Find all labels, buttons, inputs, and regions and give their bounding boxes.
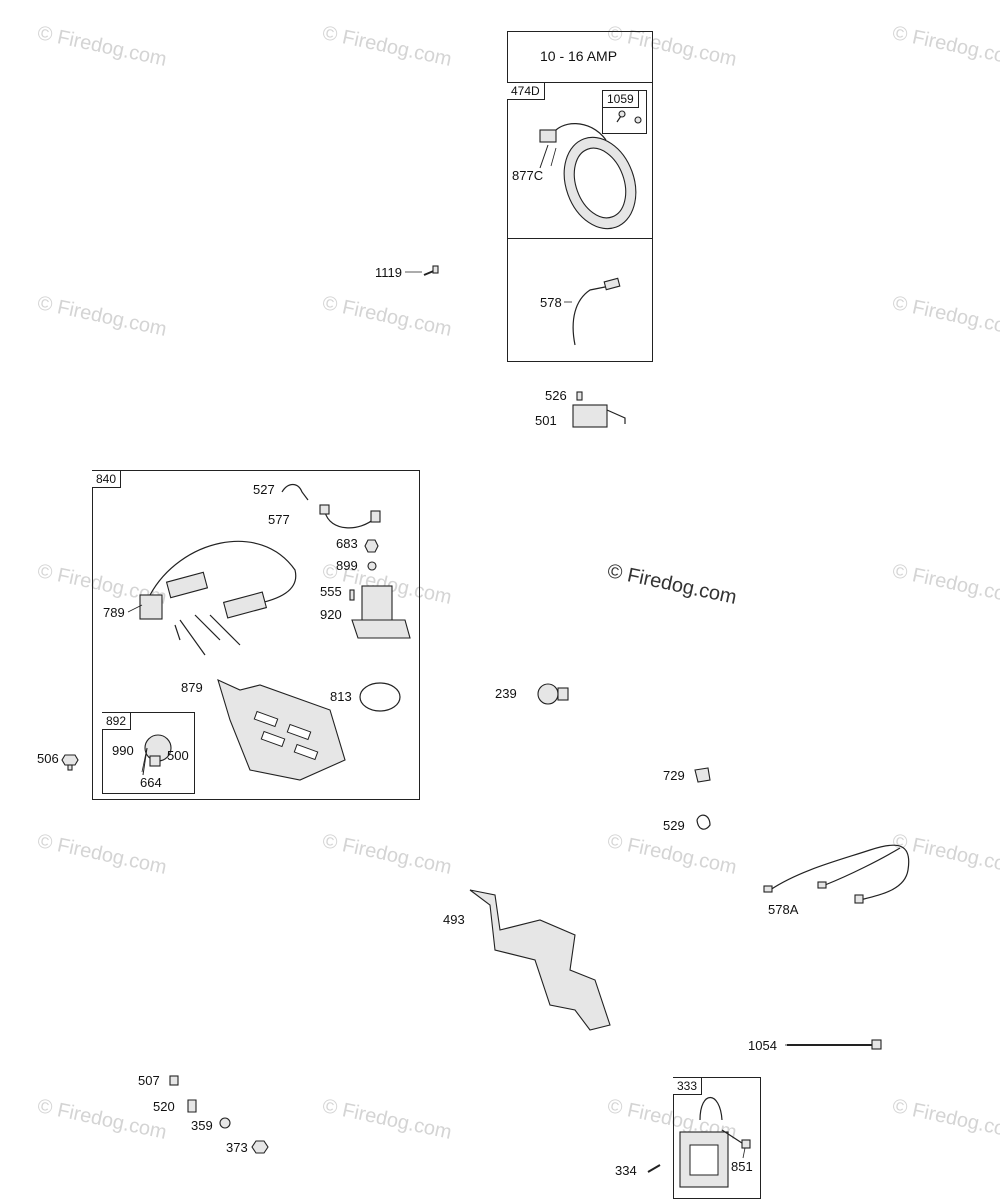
part-899[interactable]: 899 [336,558,358,573]
clip-527-drawing [281,483,309,501]
screw-526-drawing [576,391,583,401]
part-578a[interactable]: 578A [768,902,799,917]
clip-729-drawing [694,767,711,783]
cable-drawing [324,511,376,529]
part-526[interactable]: 526 [545,388,567,403]
part-555[interactable]: 555 [320,584,342,599]
amp-rating: 10 - 16 AMP [540,48,618,64]
kit-box-1059 [602,90,647,134]
lead-wire-drawing [572,284,616,346]
clip-529-drawing [696,814,711,830]
part-359[interactable]: 359 [191,1118,213,1133]
divider [507,82,653,83]
module-drawing [679,1097,751,1188]
screw-1119-drawing [423,265,439,276]
part-577[interactable]: 577 [268,512,290,527]
part-877c[interactable]: 877C [512,168,544,183]
part-813[interactable]: 813 [330,689,352,704]
part-493[interactable]: 493 [443,912,465,927]
part-920[interactable]: 920 [320,607,342,622]
part-506[interactable]: 506 [37,751,59,766]
tie-strap-drawing [787,1039,882,1050]
regulator-drawing [572,404,626,428]
oil-switch-drawing [537,683,569,705]
kit-label-1059: 1059 [602,90,639,108]
part-879[interactable]: 879 [181,680,203,695]
part-683[interactable]: 683 [336,536,358,551]
part-729[interactable]: 729 [663,768,685,783]
stator-drawing [539,123,637,230]
bracket-drawing [469,889,611,1031]
harness-drawing [139,540,297,656]
part-1054[interactable]: 1054 [748,1038,777,1053]
part-239[interactable]: 239 [495,686,517,701]
part-789[interactable]: 789 [103,605,125,620]
part-578[interactable]: 578 [540,295,562,310]
kit-box-333 [673,1077,761,1199]
kit-label-474d: 474D [507,83,545,100]
part-1119[interactable]: 1119 [375,265,402,280]
kit-label-892: 892 [102,713,132,730]
part-990[interactable]: 990 [112,743,134,758]
part-664[interactable]: 664 [140,775,162,790]
kit-label-840: 840 [92,471,122,488]
key-switch-drawing [142,734,172,776]
part-373[interactable]: 373 [226,1140,248,1155]
kit-box-892 [102,712,195,794]
part-851[interactable]: 851 [731,1159,753,1174]
heat-shield-drawing [217,678,346,781]
screw-washer-drawing [616,110,642,124]
clamp-drawing [359,682,401,712]
lead-wire-578a-drawing [763,844,910,904]
part-527[interactable]: 527 [253,482,275,497]
screw-506-drawing [61,754,79,771]
kit-label-333: 333 [673,1078,703,1095]
part-334[interactable]: 334 [615,1163,637,1178]
solenoid-drawing [351,585,411,639]
part-507[interactable]: 507 [138,1073,160,1088]
part-529[interactable]: 529 [663,818,685,833]
kit-box-840 [92,470,420,800]
screw-334-drawing [647,1164,661,1173]
divider [507,238,653,239]
part-520[interactable]: 520 [153,1099,175,1114]
part-501[interactable]: 501 [535,413,557,428]
amp-box [507,31,653,362]
nut-drawing [364,539,379,553]
part-500[interactable]: 500 [167,748,189,763]
